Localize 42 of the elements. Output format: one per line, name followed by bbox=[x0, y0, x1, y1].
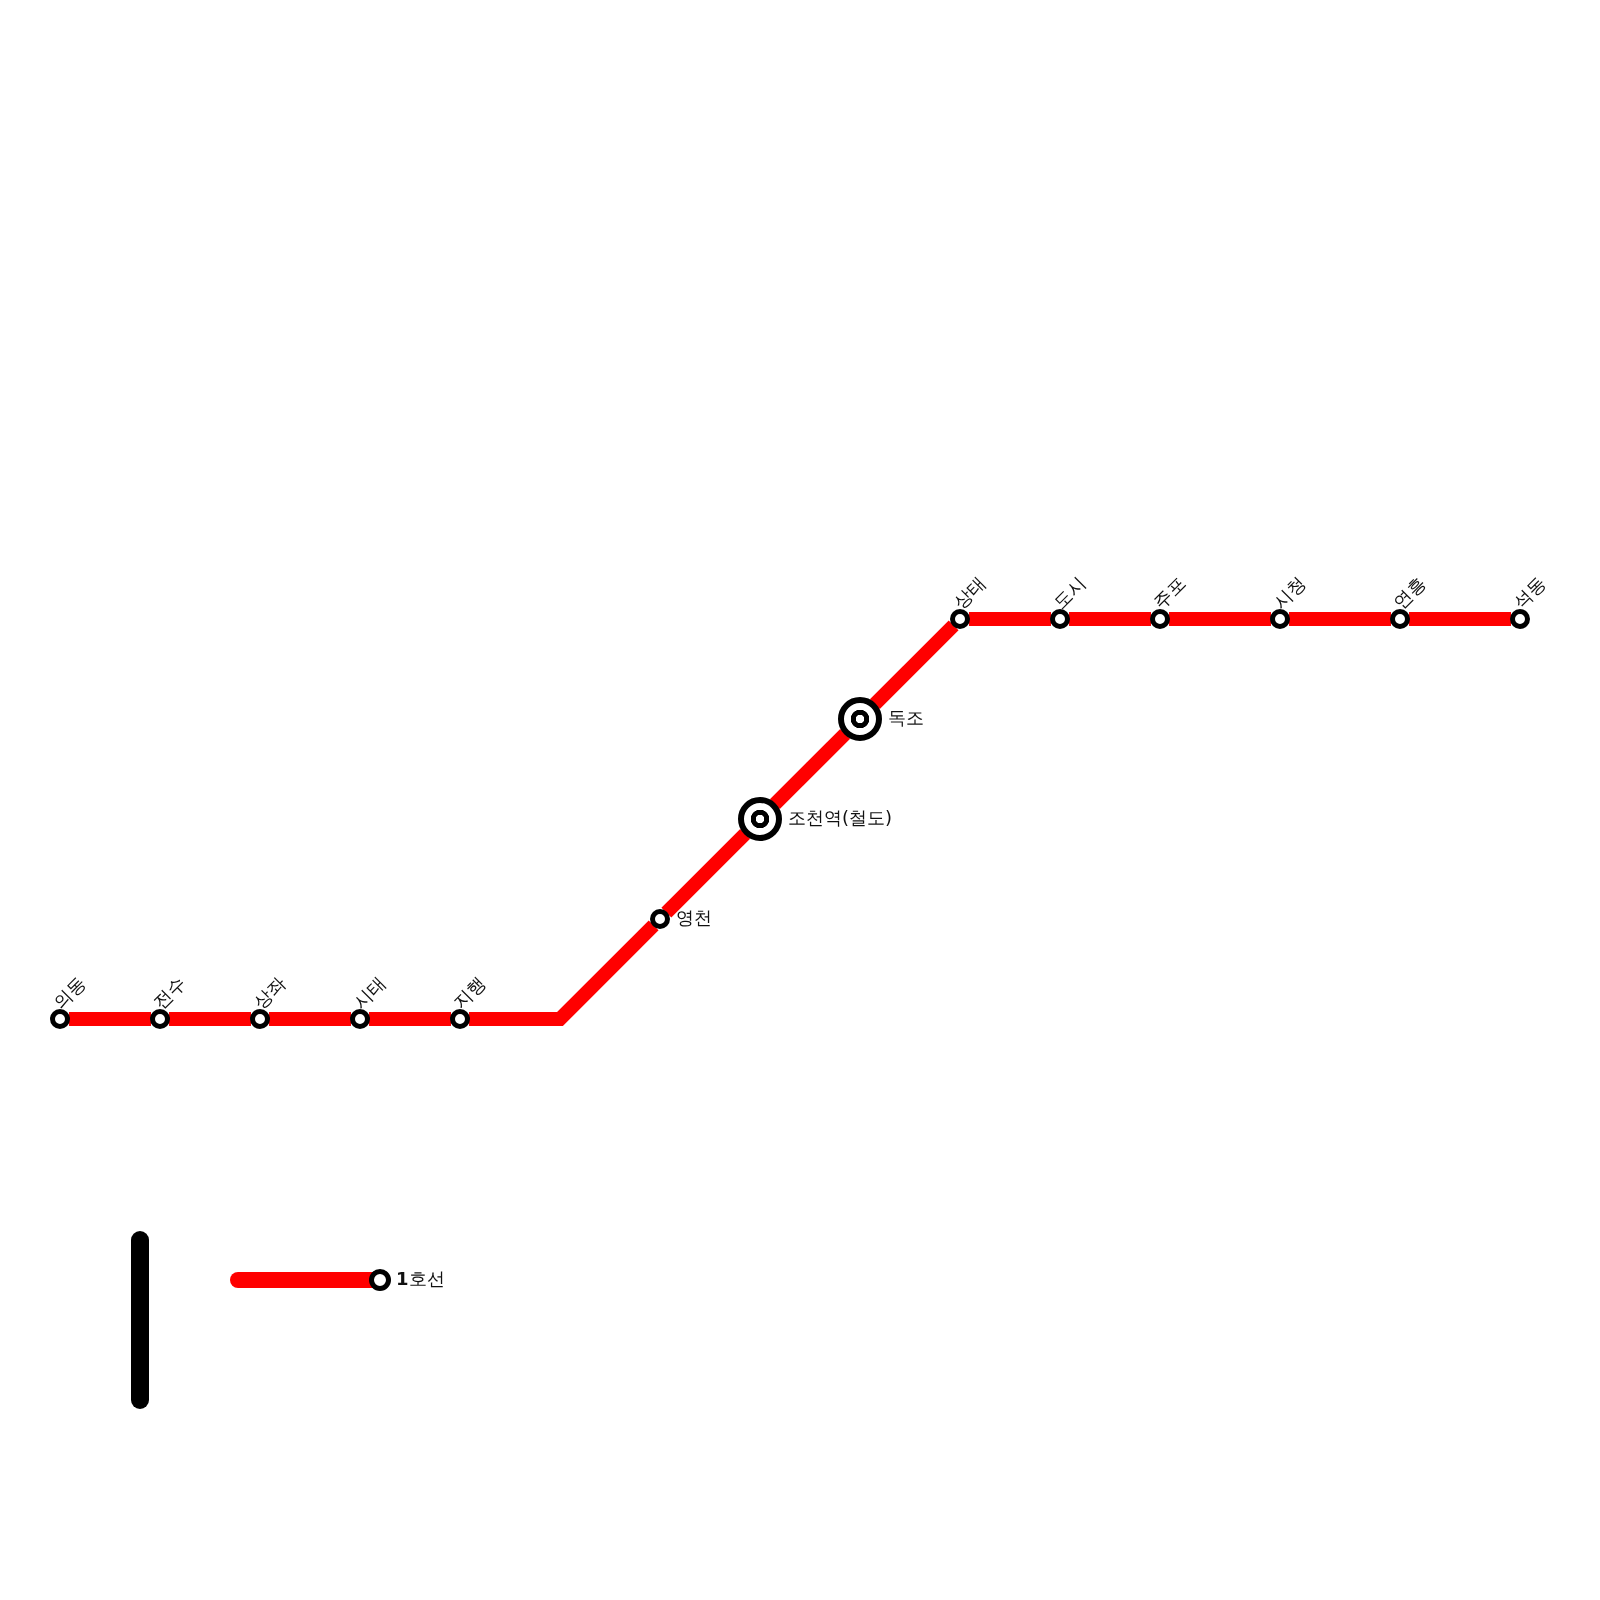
station-marker bbox=[1390, 609, 1410, 629]
station-marker bbox=[1150, 609, 1170, 629]
station-name: 의동 bbox=[49, 973, 90, 1013]
rail-line bbox=[1069, 612, 1151, 626]
rail-line bbox=[269, 1012, 351, 1026]
station-name: 상좌 bbox=[249, 973, 290, 1013]
station-name: 도시 bbox=[1049, 573, 1090, 613]
station-marker bbox=[350, 1009, 370, 1029]
station-name: 영천 bbox=[676, 908, 712, 928]
rail-line bbox=[369, 1012, 451, 1026]
station-marker bbox=[1050, 609, 1070, 629]
station-name: 상태 bbox=[949, 573, 990, 613]
interchange-station-marker bbox=[738, 797, 782, 841]
station-name: 전수 bbox=[149, 973, 190, 1013]
station-name: 주포 bbox=[1149, 573, 1190, 613]
station-name: 지행 bbox=[449, 973, 490, 1013]
rail-line bbox=[769, 728, 851, 810]
station-name: 석동 bbox=[1509, 573, 1550, 613]
station-name: 시태 bbox=[349, 973, 390, 1013]
station-marker bbox=[250, 1009, 270, 1029]
legend-label: 1호선 bbox=[396, 1269, 445, 1289]
station-name: 연흥 bbox=[1389, 573, 1430, 613]
station-name: 독조 bbox=[888, 708, 924, 728]
rail-line bbox=[869, 620, 959, 710]
station-marker bbox=[650, 909, 670, 929]
station-marker bbox=[50, 1009, 70, 1029]
station-marker bbox=[1510, 609, 1530, 629]
rail-line bbox=[469, 920, 659, 1026]
station-marker bbox=[150, 1009, 170, 1029]
rail-line bbox=[169, 1012, 251, 1026]
station-name: 조천역(철도) bbox=[788, 808, 893, 828]
rail-line bbox=[969, 612, 1051, 626]
station-marker bbox=[950, 609, 970, 629]
rail-line bbox=[1169, 612, 1271, 626]
station-name: 시청 bbox=[1269, 573, 1310, 613]
interchange-station-marker bbox=[838, 697, 882, 741]
rail-line bbox=[1409, 612, 1511, 626]
station-marker bbox=[1270, 609, 1290, 629]
rail-line bbox=[1289, 612, 1391, 626]
station-marker bbox=[450, 1009, 470, 1029]
rail-line bbox=[661, 828, 751, 918]
rail-line bbox=[69, 1012, 151, 1026]
